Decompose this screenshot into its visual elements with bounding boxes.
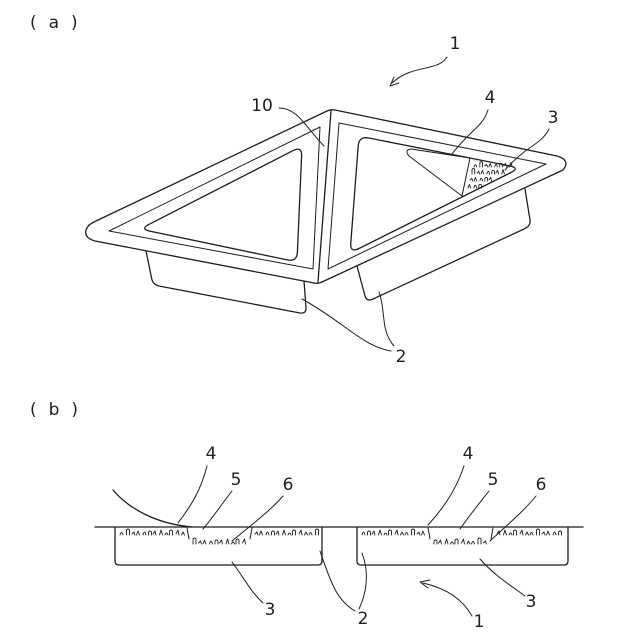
leader-line-ref-4-right <box>428 466 464 525</box>
left-cavity-body <box>146 251 306 313</box>
particle-band <box>497 529 562 535</box>
ref-numeral: 2 <box>396 347 407 367</box>
left-cavity-section <box>115 527 322 565</box>
leader-line-ref-2-right <box>359 553 366 609</box>
leader-line-ref-5-left <box>203 491 232 529</box>
ref-numeral: 5 <box>488 470 499 490</box>
figure-a-label: (a) <box>30 13 90 33</box>
particle-band <box>470 177 492 181</box>
particle-band <box>472 169 504 175</box>
layer-step-left-b <box>250 528 252 539</box>
peeled-film <box>113 490 192 527</box>
ref-numeral: 4 <box>206 444 217 464</box>
left-cavity-opening <box>145 149 302 260</box>
particle-band <box>120 529 185 535</box>
leader-line-ref-4 <box>452 110 488 154</box>
ref-numeral: 3 <box>526 592 537 612</box>
particle-band <box>193 538 246 544</box>
leader-line-ref-10 <box>279 108 324 146</box>
ref-numeral: 3 <box>548 108 559 128</box>
ref-numeral: 6 <box>283 475 294 495</box>
leader-line-ref-5-right <box>460 491 489 529</box>
particle-band <box>468 184 482 188</box>
particle-band <box>255 529 319 535</box>
leader-line-ref-2-left <box>302 299 391 351</box>
ref-numeral: 5 <box>231 470 242 490</box>
figure-a: (a) 1 10 4 3 2 <box>30 13 566 367</box>
particle-band <box>434 538 487 544</box>
leader-line-ref-3-left <box>232 562 263 603</box>
leader-line-ref-1 <box>423 583 472 616</box>
leader-line-ref-2-right <box>379 292 394 346</box>
left-inner-rim <box>109 127 320 269</box>
ref-numeral: 1 <box>450 34 461 54</box>
layer-step-right-b <box>491 528 493 539</box>
leader-line-ref-6-right <box>490 496 536 541</box>
ref-numeral: 4 <box>463 444 474 464</box>
ref-numeral: 10 <box>251 96 273 116</box>
tray-flange-outline <box>86 110 566 284</box>
ref-numeral: 3 <box>265 600 276 620</box>
layer-step-right-a <box>428 528 430 539</box>
figure-b: (b) 4 5 6 4 <box>30 400 583 632</box>
layer-step-left-a <box>187 528 189 539</box>
ref-numeral: 2 <box>358 609 369 629</box>
ref-numeral: 4 <box>485 88 496 108</box>
figure-b-label: (b) <box>30 400 90 420</box>
particle-band <box>362 529 425 535</box>
ref-numeral: 6 <box>536 475 547 495</box>
leader-line-ref-2-left <box>320 551 355 611</box>
leader-line-ref-1 <box>392 57 447 83</box>
leader-line-ref-4-left <box>178 466 207 523</box>
ref-numeral: 1 <box>474 612 485 632</box>
right-cavity-opening <box>351 138 516 250</box>
